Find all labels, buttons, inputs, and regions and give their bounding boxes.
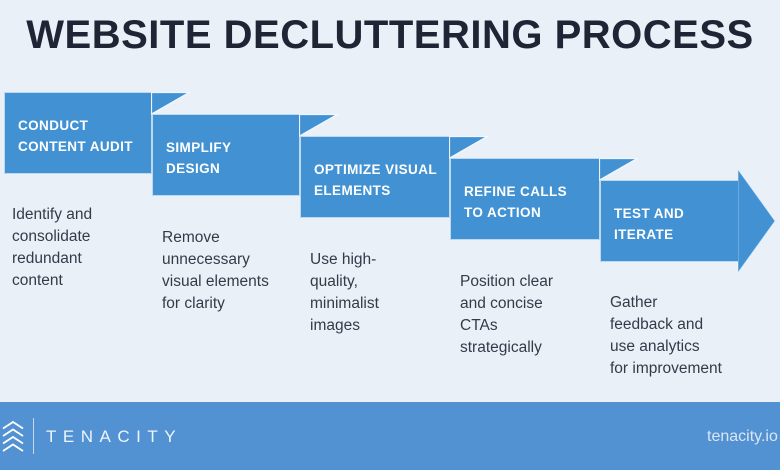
website-link[interactable]: tenacity.io <box>707 428 778 445</box>
page-title: WEBSITE DECLUTTERING PROCESS <box>26 13 754 57</box>
footer-divider <box>33 418 34 454</box>
footer-bar: TENACITY tenacity.io <box>0 402 780 470</box>
ribbon-fold-icon <box>449 136 489 159</box>
ribbon-fold-icon <box>599 158 639 181</box>
right-arrow-icon <box>738 169 776 273</box>
ribbon-fold-icon <box>299 114 339 137</box>
ribbon-fold-icon <box>151 92 191 115</box>
brand-name: TENACITY <box>46 427 183 446</box>
chevron-tree-logo-icon <box>2 420 24 452</box>
